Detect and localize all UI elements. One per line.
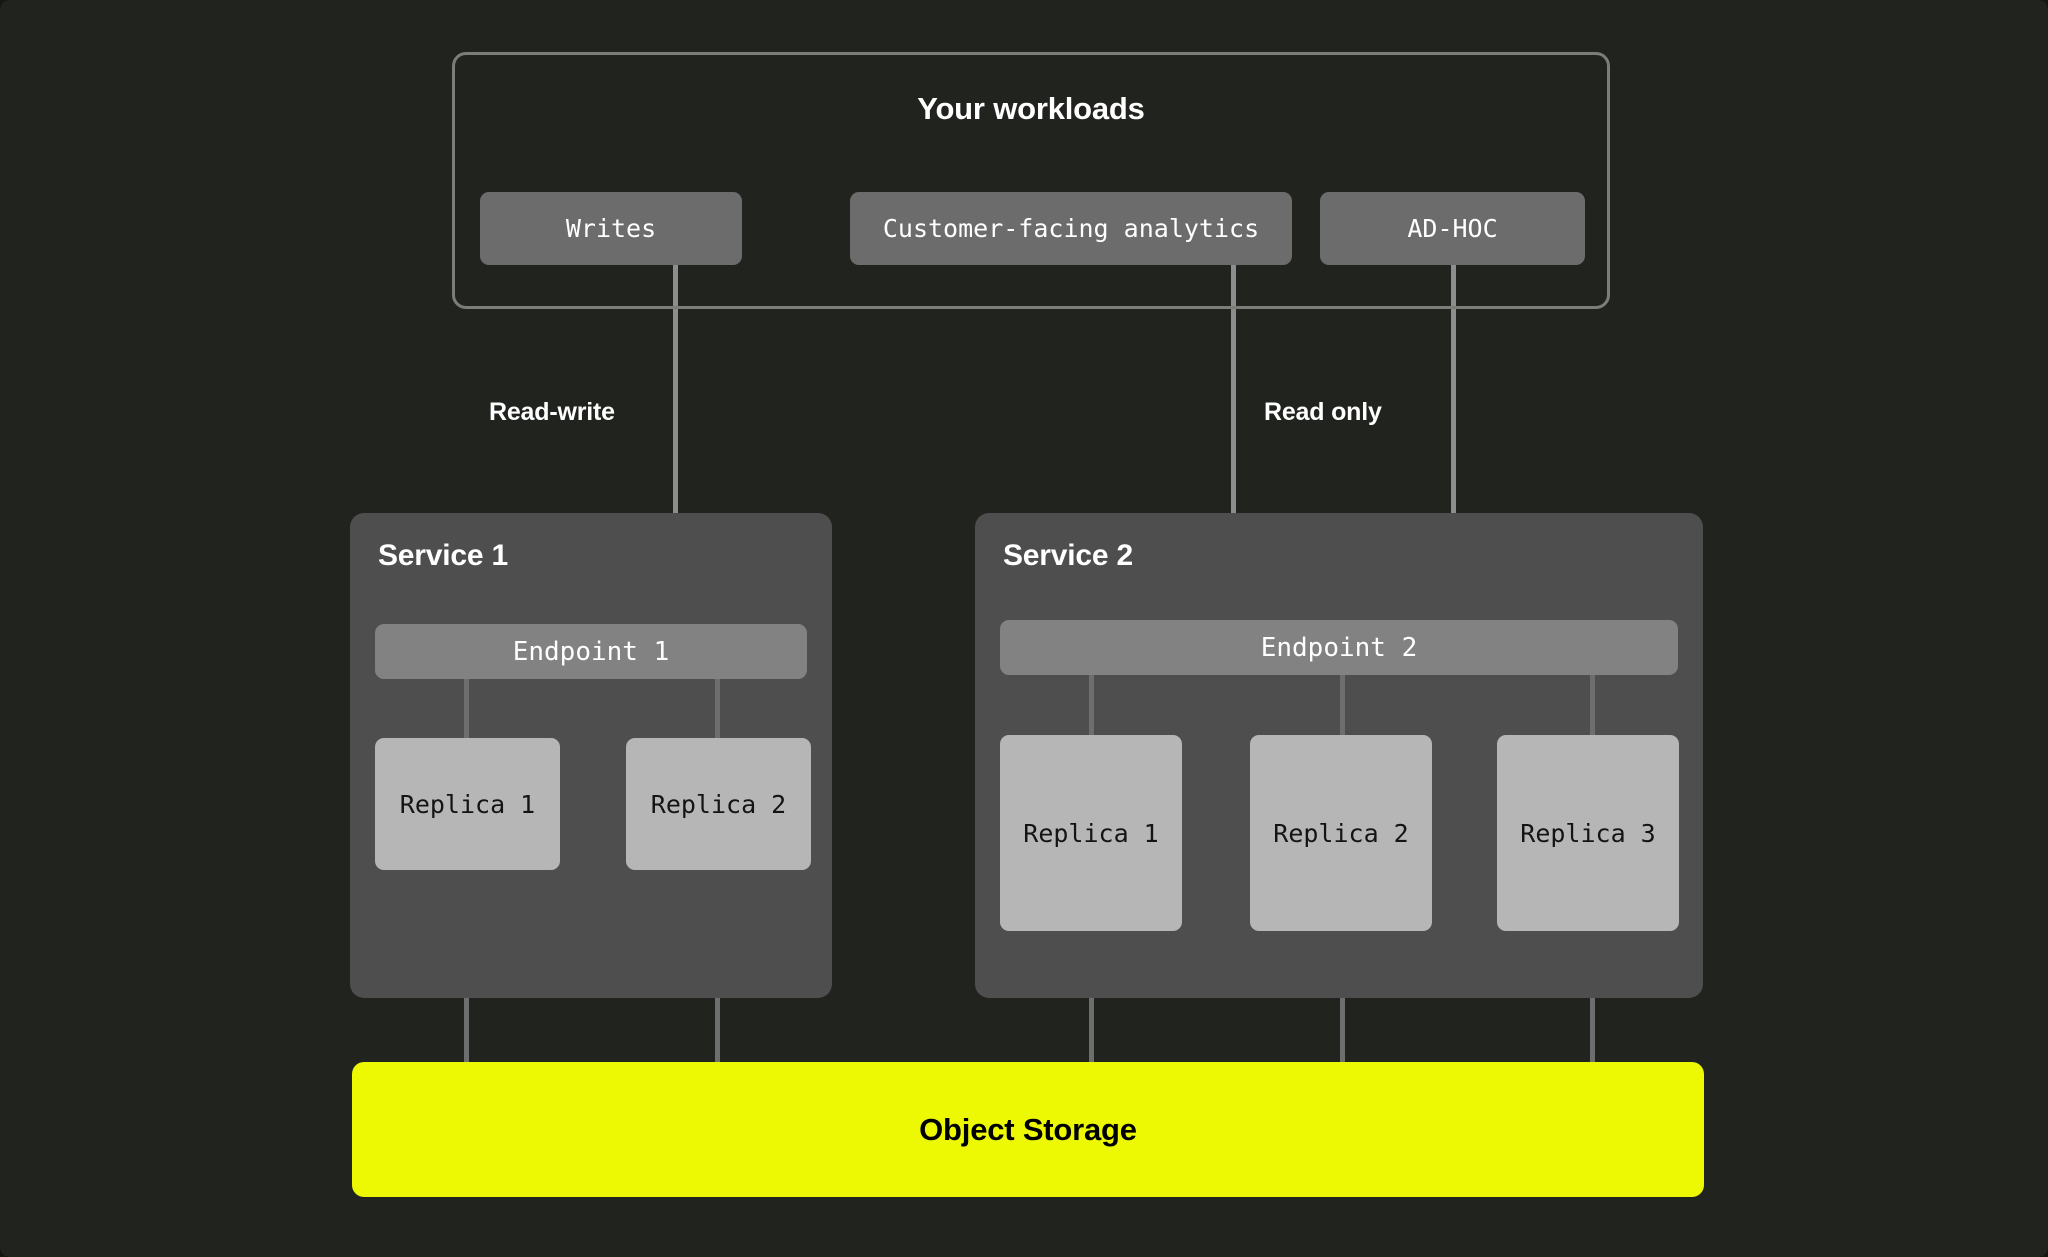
service-2-endpoint[interactable]: Endpoint 2 (1000, 620, 1678, 675)
object-storage-label: Object Storage (919, 1111, 1137, 1147)
service-2-replica-1[interactable]: Replica 1 (1000, 735, 1182, 931)
workload-ad-hoc[interactable]: AD-HOC (1320, 192, 1585, 265)
workload-writes[interactable]: Writes (480, 192, 742, 265)
connector-s2-endpoint-to-replica2 (1340, 668, 1345, 738)
connector-analytics-to-service2 (1231, 265, 1236, 591)
service-2-replica-1-label: Replica 1 (1023, 818, 1159, 848)
workload-ad-hoc-label: AD-HOC (1407, 214, 1498, 243)
service-2-replica-3-label: Replica 3 (1520, 818, 1656, 848)
service-1-replica-2[interactable]: Replica 2 (626, 738, 811, 870)
workload-customer-facing-analytics-label: Customer-facing analytics (882, 214, 1260, 243)
edge-label-read-write: Read-write (489, 398, 615, 426)
service-2-title: Service 2 (1003, 539, 1133, 572)
connector-s2-endpoint-to-replica1 (1089, 668, 1094, 738)
service-1-title: Service 1 (378, 539, 508, 572)
service-1-replica-2-label: Replica 2 (650, 789, 787, 819)
workloads-panel: Your workloads (452, 52, 1610, 309)
edge-label-read-only: Read only (1264, 398, 1382, 426)
connector-adhoc-to-service2 (1451, 265, 1456, 591)
connector-s1-endpoint-to-replica2 (715, 672, 720, 742)
service-1-replica-1-label: Replica 1 (399, 789, 536, 819)
workload-writes-label: Writes (565, 214, 657, 243)
workload-customer-facing-analytics[interactable]: Customer-facing analytics (850, 192, 1292, 265)
service-1-endpoint[interactable]: Endpoint 1 (375, 624, 807, 679)
service-1-replica-1[interactable]: Replica 1 (375, 738, 560, 870)
service-2-replica-2[interactable]: Replica 2 (1250, 735, 1432, 931)
connector-writes-to-service1 (673, 265, 678, 583)
object-storage-bar[interactable]: Object Storage (352, 1062, 1704, 1197)
service-2-endpoint-label: Endpoint 2 (1260, 632, 1418, 663)
service-2-replica-3[interactable]: Replica 3 (1497, 735, 1679, 931)
service-2-replica-2-label: Replica 2 (1273, 818, 1409, 848)
connector-s1-endpoint-to-replica1 (464, 672, 469, 742)
service-1-endpoint-label: Endpoint 1 (512, 636, 670, 667)
workloads-panel-title: Your workloads (917, 91, 1145, 126)
connector-s2-endpoint-to-replica3 (1590, 668, 1595, 738)
